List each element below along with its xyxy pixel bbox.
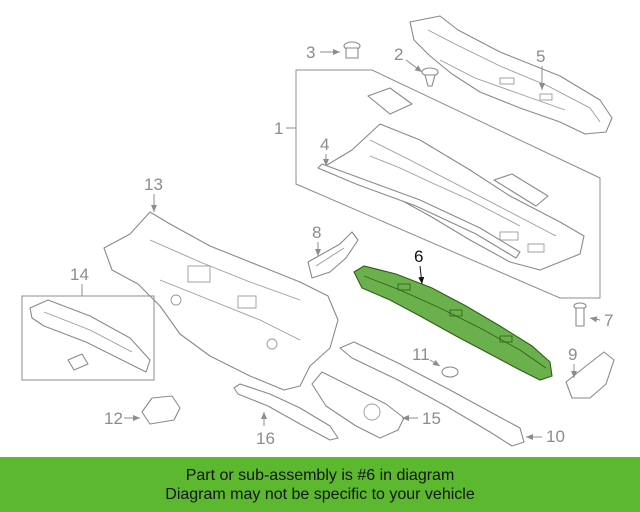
svg-text:5: 5: [536, 47, 545, 66]
part-4-seal-strip: [317, 163, 521, 259]
callout-13: 13: [144, 175, 163, 212]
parts-diagram: 1 2 3 4 5 6 7 8 9 10 11 12: [21, 15, 615, 448]
svg-text:8: 8: [312, 223, 321, 242]
callout-16: 16: [256, 412, 275, 448]
part-13-dash-panel: [103, 211, 339, 391]
callout-7: 7: [589, 311, 613, 330]
callout-4: 4: [320, 135, 329, 166]
part-9-bracket: [565, 351, 615, 399]
part-3-fastener: [343, 41, 361, 59]
banner-line-part: Part or sub-assembly is #6 in diagram: [185, 466, 455, 484]
part-7-bolt: [573, 302, 587, 327]
callout-14: 14: [70, 265, 89, 296]
part-2-clip: [421, 67, 439, 87]
part-16-strip: [233, 383, 339, 441]
part-15-bracket: [311, 371, 405, 439]
svg-text:12: 12: [104, 409, 123, 428]
svg-text:6: 6: [414, 247, 423, 266]
svg-text:15: 15: [422, 409, 441, 428]
svg-text:10: 10: [546, 427, 565, 446]
part-10-brace: [339, 341, 525, 447]
svg-text:2: 2: [394, 45, 403, 64]
callout-11: 11: [412, 345, 441, 367]
part-14-insulator: [21, 295, 155, 381]
part-12-bracket: [141, 395, 181, 425]
svg-text:14: 14: [70, 265, 89, 284]
callout-3: 3: [306, 43, 340, 62]
svg-text:11: 11: [412, 345, 430, 364]
callout-10: 10: [526, 427, 565, 446]
callout-1: 1: [274, 119, 296, 138]
part-8-bracket: [307, 231, 359, 279]
part-1-assembly-box: [295, 69, 601, 299]
svg-text:7: 7: [604, 311, 613, 330]
svg-text:16: 16: [256, 429, 275, 448]
part-11-nut: [441, 366, 459, 378]
info-banner: Part or sub-assembly is #6 in diagram Di…: [0, 457, 640, 512]
svg-text:1: 1: [274, 119, 283, 138]
callout-12: 12: [104, 409, 140, 428]
callout-6: 6: [414, 247, 425, 285]
svg-text:3: 3: [306, 43, 315, 62]
svg-text:4: 4: [320, 135, 329, 154]
callout-8: 8: [312, 223, 321, 256]
callout-9: 9: [568, 345, 577, 378]
callout-15: 15: [402, 409, 441, 428]
svg-text:13: 13: [144, 175, 163, 194]
part-1-cowl-screens: [321, 87, 585, 271]
callout-5: 5: [536, 47, 545, 90]
svg-text:9: 9: [568, 345, 577, 364]
callout-2: 2: [394, 45, 423, 73]
banner-line-disclaimer: Diagram may not be specific to your vehi…: [165, 485, 475, 503]
part-5-cowl-panel: [409, 15, 613, 135]
